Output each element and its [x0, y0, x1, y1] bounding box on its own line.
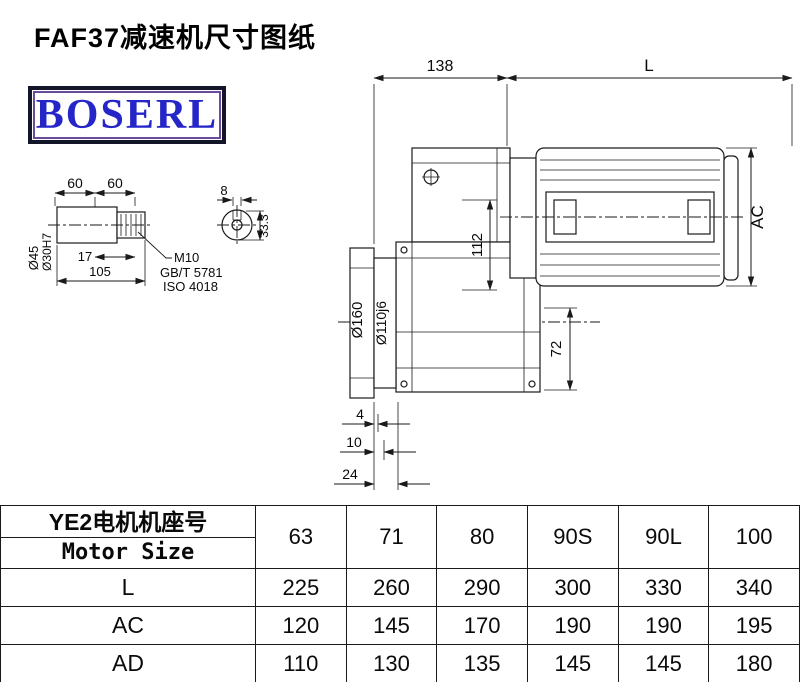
- output-flange: Ø160 Ø110j6: [349, 247, 397, 399]
- fan-cover: [723, 155, 739, 281]
- standard-iso: ISO 4018: [163, 279, 218, 294]
- boserl-logo: BOSERL: [28, 86, 226, 144]
- table-cell: 180: [708, 644, 800, 682]
- col-header: 100: [708, 505, 800, 569]
- table-cell: 145: [617, 644, 710, 682]
- dim-diameter-110: Ø110j6: [373, 301, 389, 345]
- technical-drawing: 60 60 Ø45 Ø30H7 17 105 M10 GB/T 5781 ISO…: [26, 56, 793, 490]
- table-cell: 300: [526, 568, 619, 607]
- motor-size-header-cell: YE2电机机座号 Motor Size: [0, 505, 256, 569]
- dimension-table: YE2电机机座号 Motor Size 63 71 80 90S 90L 100…: [0, 505, 800, 682]
- table-row-AD: AD 110 130 135 145 145 180: [0, 644, 800, 682]
- dim-112: 112: [469, 233, 486, 257]
- shaft-detail: 60 60 Ø45 Ø30H7 17 105 M10 GB/T 5781 ISO…: [26, 175, 223, 294]
- table-cell: 330: [617, 568, 710, 607]
- dim-AC-group: AC: [726, 147, 767, 287]
- table-cell: 145: [345, 606, 438, 645]
- dim-72: 72: [548, 341, 565, 358]
- flange-plate: [349, 247, 375, 399]
- table-cell: 110: [255, 644, 347, 682]
- table-cell: 120: [255, 606, 347, 645]
- dim-4: 4: [356, 406, 364, 422]
- top-dimensions: 138 L: [373, 56, 793, 244]
- standard-gbt: GB/T 5781: [160, 265, 223, 280]
- dim-diameter-160: Ø160: [349, 302, 366, 339]
- row-label: AD: [0, 644, 256, 682]
- bottom-dimensions: 4 10 24: [334, 402, 430, 490]
- table-cell: 190: [617, 606, 710, 645]
- col-header: 90L: [617, 505, 710, 569]
- table-row-L: L 225 260 290 300 330 340: [0, 568, 800, 607]
- shaft-end-view: 8 33.3: [217, 183, 271, 245]
- dim-60a: 60: [67, 175, 83, 191]
- motor-adapter: [509, 157, 537, 279]
- bolt-icon: [400, 380, 408, 388]
- table-cell: 340: [708, 568, 800, 607]
- dim-112-group: 112: [462, 199, 497, 291]
- table-row-AC: AC 120 145 170 190 190 195: [0, 606, 800, 645]
- gearbox-upper-block: [411, 147, 511, 243]
- flange-spigot: [373, 257, 397, 389]
- motor: [500, 147, 744, 287]
- dim-33-3: 33.3: [257, 214, 271, 238]
- bolt-icon: [400, 246, 408, 254]
- dim-72-group: 72: [544, 307, 577, 391]
- thread-spec-m10: M10: [174, 250, 199, 265]
- table-cell: 190: [526, 606, 619, 645]
- table-cell: 170: [436, 606, 528, 645]
- motor-size-header-en: Motor Size: [61, 540, 195, 565]
- dim-24: 24: [342, 466, 358, 482]
- motor-size-header-cn: YE2电机机座号: [1, 506, 255, 538]
- table-cell: 135: [436, 644, 528, 682]
- col-header: 71: [345, 505, 438, 569]
- table-cell: 225: [255, 568, 347, 607]
- page-title: FAF37减速机尺寸图纸: [34, 23, 317, 53]
- col-header: 63: [255, 505, 347, 569]
- dim-diameter-45: Ø45: [26, 246, 41, 271]
- dim-17: 17: [78, 249, 92, 264]
- dim-8: 8: [220, 183, 227, 198]
- table-header-row: YE2电机机座号 Motor Size 63 71 80 90S 90L 100: [0, 505, 800, 569]
- row-label: L: [0, 568, 256, 607]
- table-cell: 145: [526, 644, 619, 682]
- table-cell: 290: [436, 568, 528, 607]
- col-header: 80: [436, 505, 528, 569]
- dim-105: 105: [89, 264, 111, 279]
- dim-138: 138: [427, 58, 454, 75]
- dim-60b: 60: [107, 175, 123, 191]
- row-label: AC: [0, 606, 256, 645]
- dim-AC: AC: [748, 205, 767, 229]
- dim-10: 10: [346, 434, 362, 450]
- table-cell: 260: [345, 568, 438, 607]
- col-header: 90S: [526, 505, 619, 569]
- table-cell: 130: [345, 644, 438, 682]
- logo-text: BOSERL: [35, 92, 219, 138]
- dim-L: L: [644, 56, 653, 75]
- table-cell: 195: [708, 606, 800, 645]
- dim-diameter-30: Ø30H7: [40, 233, 54, 271]
- bolt-icon: [528, 380, 536, 388]
